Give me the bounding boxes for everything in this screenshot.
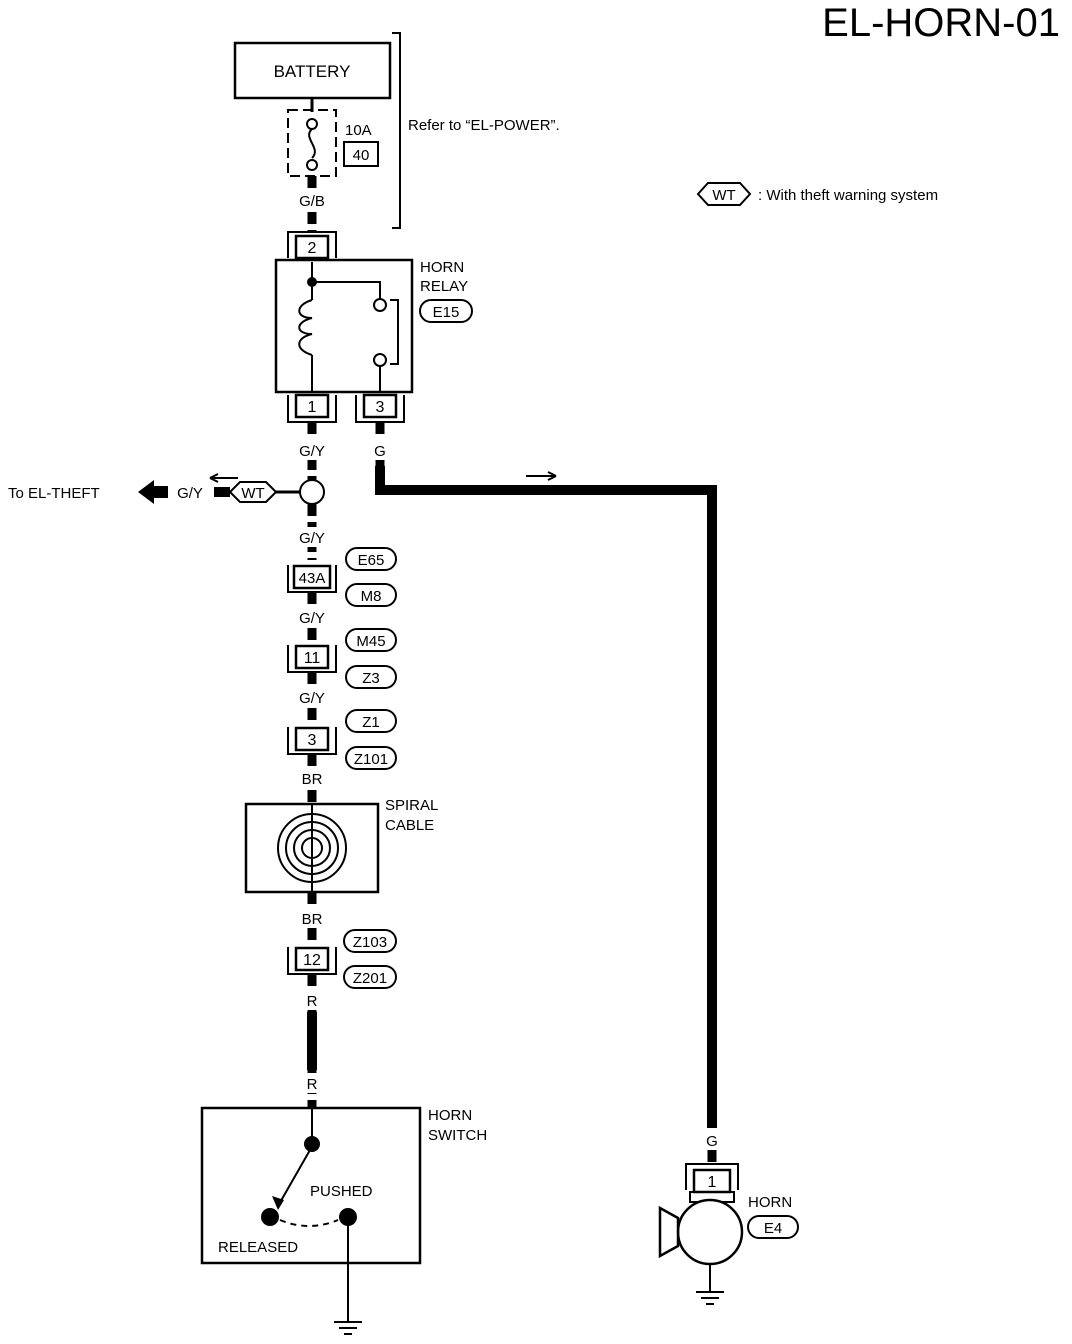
horn-name: HORN	[748, 1194, 792, 1211]
horn-relay-box	[274, 258, 414, 394]
relay-name-line2: RELAY	[420, 278, 468, 295]
fuse-element	[308, 128, 316, 159]
relay-name-line1: HORN	[420, 259, 464, 276]
theft-badge-outline	[228, 481, 278, 503]
splice-point	[299, 479, 325, 505]
horn-pin: 1	[708, 1174, 717, 1191]
wire-label-gy-a: G/Y	[299, 443, 325, 460]
wire-label-g-relay: G	[374, 443, 386, 460]
horn-body	[676, 1198, 744, 1266]
switch-released-label: RELEASED	[218, 1239, 298, 1256]
connector-pin-3: 3	[308, 732, 317, 749]
connector-z1: Z1	[362, 714, 380, 731]
connector-pin-43a: 43A	[299, 570, 326, 587]
horn-switch-label-line1: HORN	[428, 1107, 472, 1124]
spiral-label-line1: SPIRAL	[385, 797, 438, 814]
relay-connector-pill	[419, 299, 473, 323]
wire-label-gy-b: G/Y	[299, 530, 325, 547]
theft-wire-label: G/Y	[177, 485, 203, 502]
connector-pin-11: 11	[304, 650, 321, 667]
diagram-title: EL-HORN-01	[822, 1, 1060, 45]
relay-pin-1-box	[294, 393, 330, 419]
switch-pushed-label: PUSHED	[310, 1183, 373, 1200]
wire-label-r-a: R	[307, 993, 318, 1010]
relay-connector: E15	[433, 304, 460, 321]
relay-contact-blade	[390, 299, 399, 365]
switch-ground-icon	[334, 1321, 362, 1335]
wire-label-r-b: R	[307, 1076, 318, 1093]
wire-label-gb: G/B	[299, 193, 325, 210]
connector-3-box	[294, 726, 330, 752]
relay-coil	[298, 299, 313, 356]
wire-label-br-b: BR	[302, 911, 323, 928]
connector-43a-box	[292, 564, 332, 590]
horn-bell-icon	[658, 1205, 680, 1259]
horn-switch-label-line2: SWITCH	[428, 1127, 487, 1144]
theft-arrow-icon	[138, 480, 168, 504]
wire-label-gy-d: G/Y	[299, 690, 325, 707]
fuse-number: 40	[353, 147, 370, 164]
connector-m45: M45	[356, 633, 385, 650]
relay-pin-1: 1	[308, 399, 317, 416]
connector-m8: M8	[361, 588, 382, 605]
theft-badge: WT	[241, 485, 264, 502]
legend-text: : With theft warning system	[758, 187, 938, 204]
switch-pushed-contact	[339, 1208, 357, 1226]
connector-z201: Z201	[353, 970, 387, 987]
theft-to-text: To EL-THEFT	[8, 485, 100, 502]
horn-connector: E4	[764, 1220, 782, 1237]
connector-e65: E65	[358, 552, 385, 569]
wire-label-g-horn: G	[706, 1133, 718, 1150]
horn-ground-icon	[696, 1291, 724, 1305]
connector-pin-12: 12	[303, 952, 321, 969]
connector-12-box	[294, 946, 330, 972]
connector-z101: Z101	[354, 751, 388, 768]
refer-bracket	[392, 32, 401, 229]
relay-pin-2-box	[294, 234, 330, 260]
relay-pin-3-box	[362, 393, 398, 419]
connector-z103: Z103	[353, 934, 387, 951]
connector-z3: Z3	[362, 670, 380, 687]
relay-pin-3: 3	[376, 399, 385, 416]
switch-released-contact	[261, 1208, 279, 1226]
horn-feed-wire	[375, 466, 717, 1128]
switch-lever	[277, 1149, 311, 1207]
flow-arrow-right-icon	[526, 471, 557, 481]
flow-arrow-left-icon	[209, 473, 238, 483]
battery-box	[233, 41, 392, 100]
relay-pin-2: 2	[308, 240, 317, 257]
fuse-number-box	[343, 141, 379, 167]
legend-badge: WT	[712, 187, 735, 204]
connector-11-box	[294, 644, 330, 670]
battery-label: BATTERY	[274, 62, 351, 81]
refer-text: Refer to “EL-POWER”.	[408, 117, 560, 134]
wire-label-br-a: BR	[302, 771, 323, 788]
fuse-rating: 10A	[345, 122, 372, 139]
legend-badge-outline	[696, 182, 752, 206]
spiral-coil-icon	[277, 804, 347, 892]
wire-label-gy-c: G/Y	[299, 610, 325, 627]
spiral-label-line2: CABLE	[385, 817, 434, 834]
